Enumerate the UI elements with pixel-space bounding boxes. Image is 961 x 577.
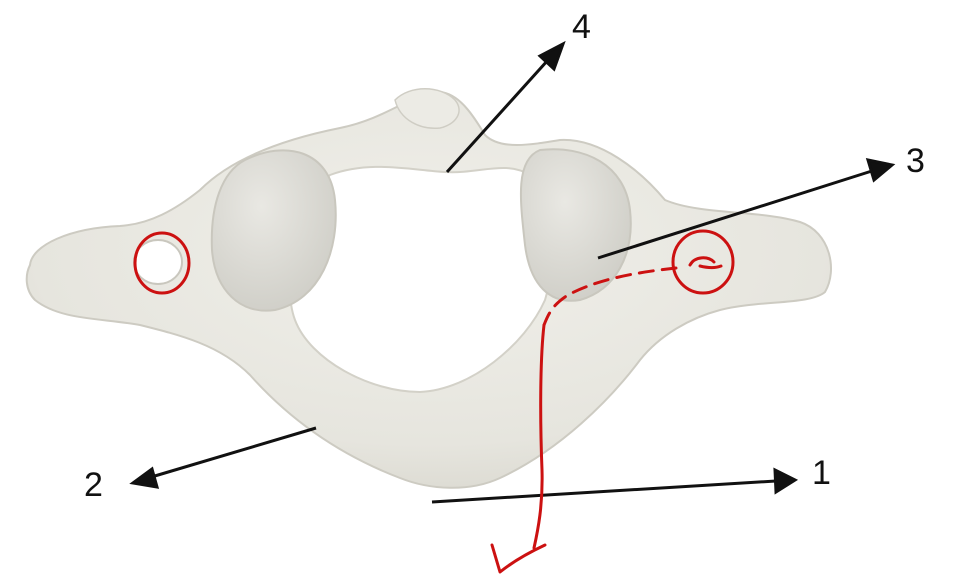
arrow-1-head xyxy=(775,470,795,492)
arrow-2-line xyxy=(148,428,316,478)
label-2: 2 xyxy=(84,466,103,504)
right-superior-facet xyxy=(521,149,631,301)
label-1: 1 xyxy=(812,454,831,492)
left-transverse-foramen xyxy=(134,240,182,284)
annotation-down-arrowhead xyxy=(492,545,545,572)
label-3: 3 xyxy=(906,142,925,180)
arrow-3-head xyxy=(868,160,892,180)
arrow-2-head xyxy=(133,469,157,487)
label-4: 4 xyxy=(572,8,591,46)
